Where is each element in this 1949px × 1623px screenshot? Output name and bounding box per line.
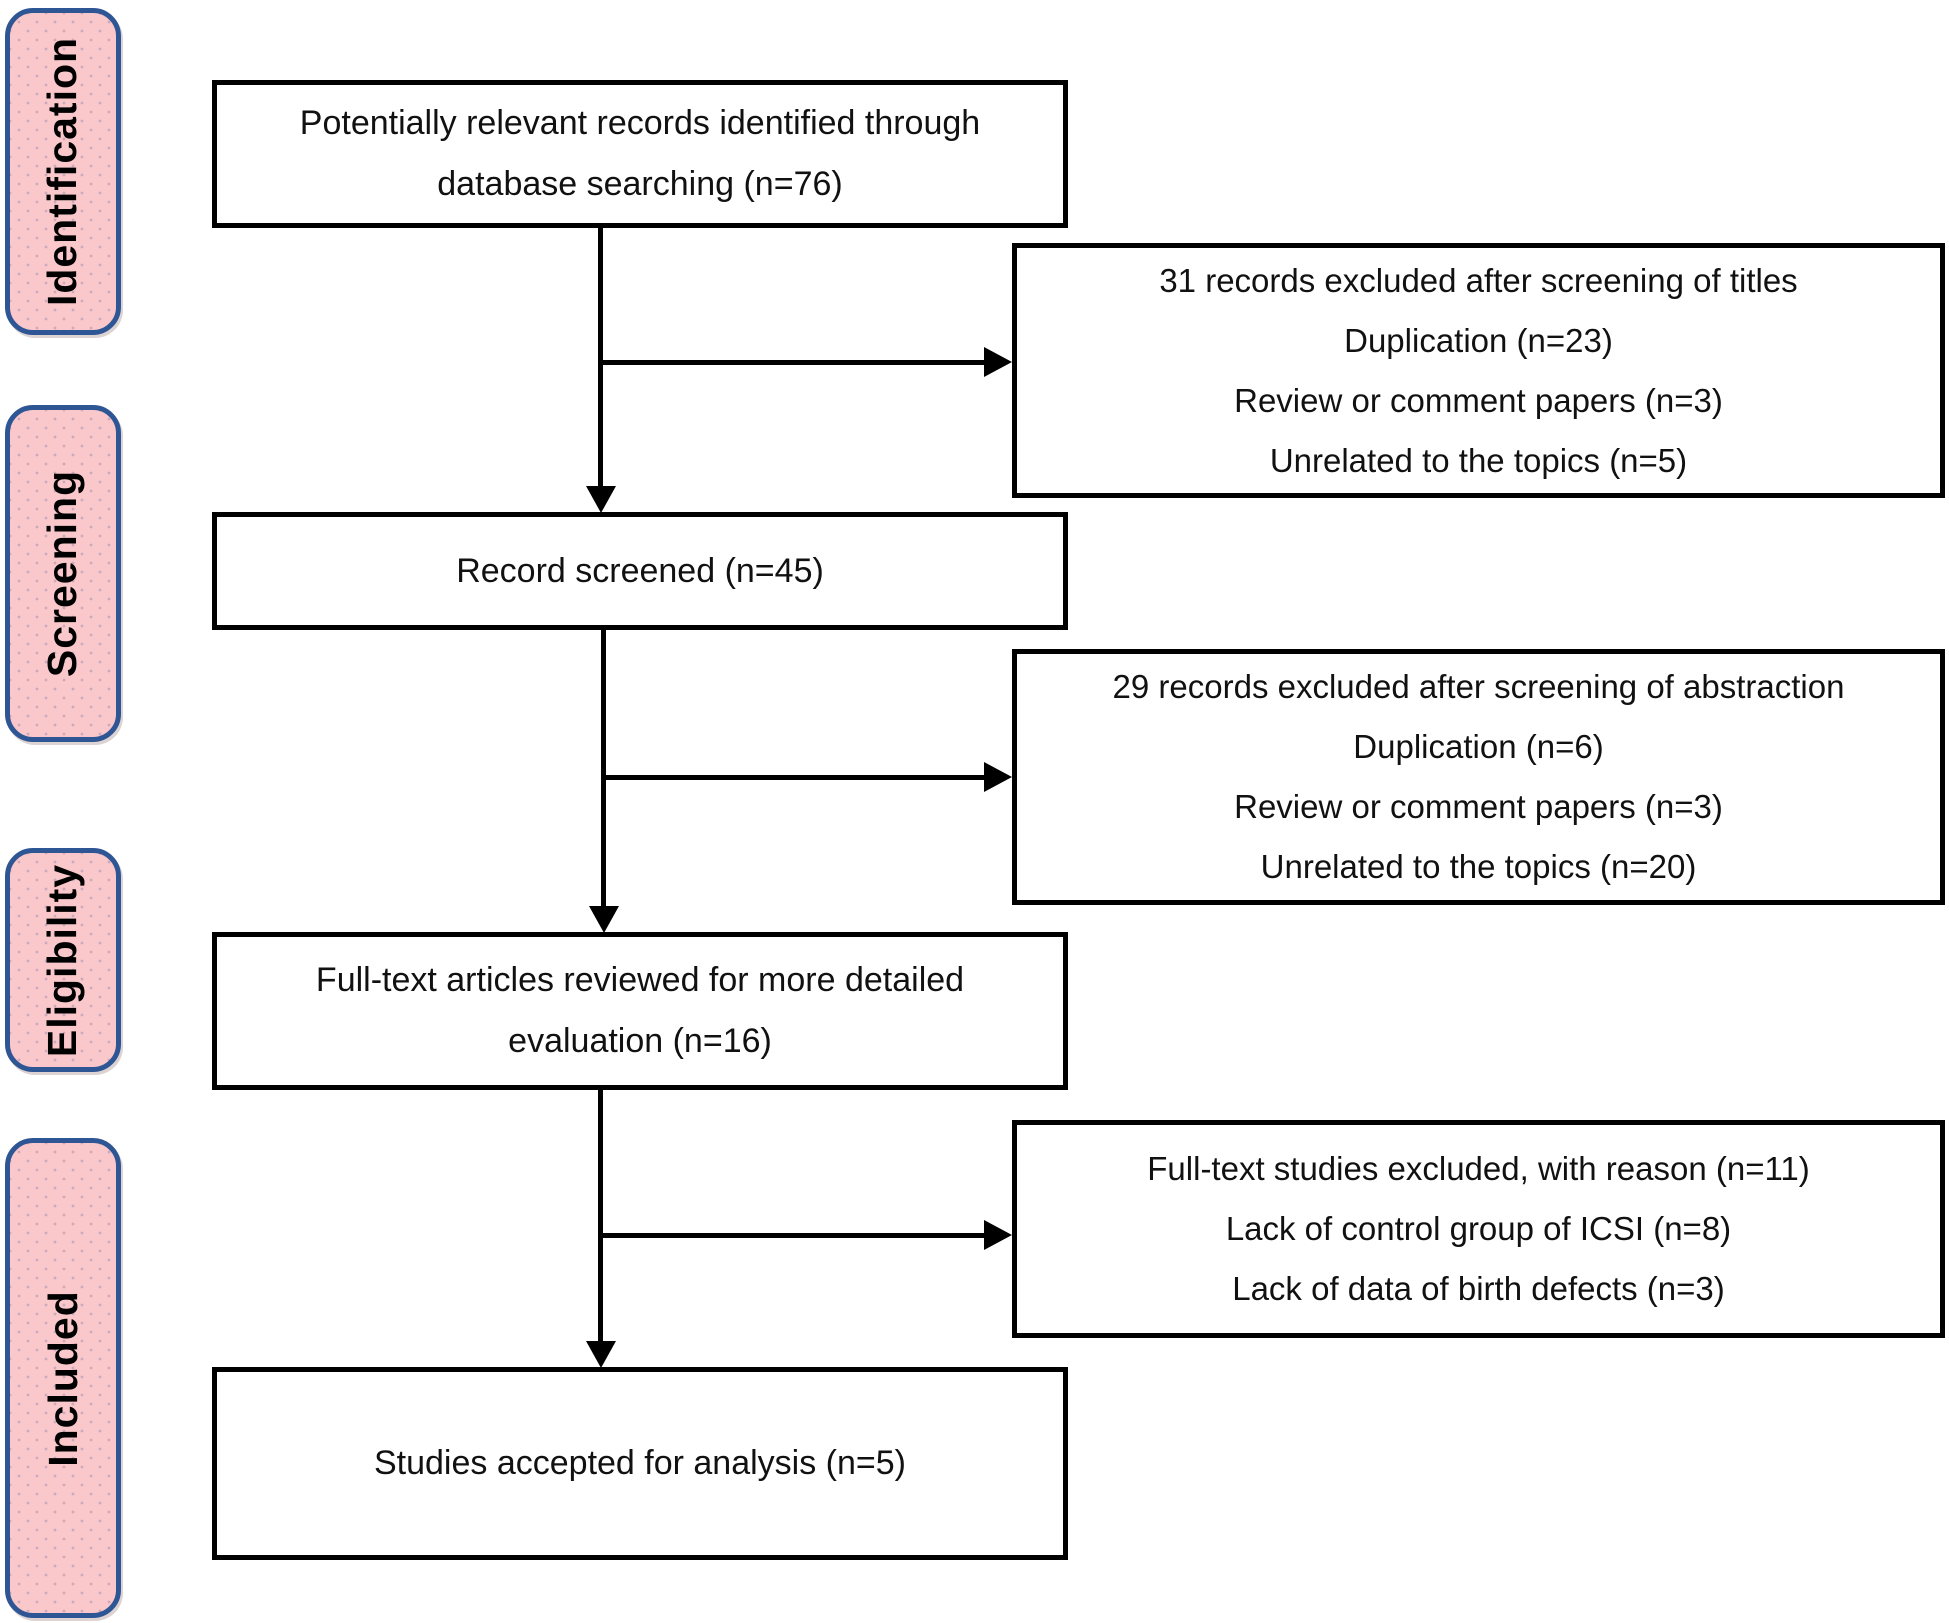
flow-box-text-line: Record screened (n=45)	[456, 551, 824, 590]
stage-label-included-text: Included	[39, 1289, 86, 1467]
stage-label-eligibility-text: Eligibility	[39, 863, 86, 1057]
exclusion-box-text-line: Lack of data of birth defects (n=3)	[1232, 1270, 1725, 1307]
stage-label-eligibility: Eligibility	[5, 848, 121, 1072]
stage-label-identification-text: Identification	[39, 36, 86, 307]
exclusion-box-text-line: Duplication (n=6)	[1353, 728, 1604, 765]
exclusion-box-text-line: Lack of control group of ICSI (n=8)	[1225, 1210, 1732, 1247]
flow-box-studies-accepted: Studies accepted for analysis (n=5)	[212, 1367, 1068, 1560]
arrowhead-right-icon	[984, 762, 1012, 792]
exclusion-box-titles: 31 records excluded after screening of t…	[1012, 243, 1945, 498]
exclusion-box-text-line: Duplication (n=23)	[1344, 321, 1613, 359]
connector-line-vertical	[598, 1090, 603, 1345]
stage-label-included: Included	[5, 1138, 121, 1618]
exclusion-box-text-line: Full-text studies excluded, with reason …	[1147, 1150, 1810, 1187]
arrowhead-down-icon	[586, 486, 616, 513]
flow-box-text-line: Studies accepted for analysis (n=5)	[373, 1444, 906, 1482]
arrowhead-down-icon	[589, 906, 619, 933]
flow-box-records-screened: Record screened (n=45)	[212, 512, 1068, 630]
flow-box-text-line: Potentially relevant records identified …	[299, 104, 981, 142]
connector-line-vertical	[598, 228, 603, 490]
flow-box-records-identified: Potentially relevant records identified …	[212, 80, 1068, 228]
connector-line-horizontal	[600, 360, 988, 365]
flow-box-text-line: Full-text articles reviewed for more det…	[315, 961, 965, 999]
stage-label-identification: Identification	[5, 8, 121, 335]
stage-label-screening: Screening	[5, 405, 121, 742]
exclusion-box-text-line: 31 records excluded after screening of t…	[1159, 261, 1798, 299]
exclusion-box-text-line: Review or comment papers (n=3)	[1234, 381, 1723, 419]
exclusion-box-text-line: Review or comment papers (n=3)	[1234, 788, 1723, 825]
arrowhead-right-icon	[984, 347, 1012, 377]
exclusion-box-text-line: Unrelated to the topics (n=20)	[1260, 848, 1697, 885]
connector-line-vertical	[601, 630, 606, 910]
connector-line-horizontal	[603, 775, 988, 780]
exclusion-box-text-line: Unrelated to the topics (n=5)	[1269, 441, 1688, 479]
exclusion-box-abstracts: 29 records excluded after screening of a…	[1012, 649, 1945, 905]
flow-box-text-line: evaluation (n=16)	[508, 1022, 772, 1060]
flow-box-fulltext-reviewed: Full-text articles reviewed for more det…	[212, 932, 1068, 1090]
arrowhead-right-icon	[984, 1220, 1012, 1250]
stage-label-screening-text: Screening	[39, 469, 86, 678]
exclusion-box-fulltext: Full-text studies excluded, with reason …	[1012, 1120, 1945, 1338]
flow-box-text-line: database searching (n=76)	[437, 165, 843, 203]
exclusion-box-text-line: 29 records excluded after screening of a…	[1112, 668, 1845, 705]
connector-line-horizontal	[600, 1233, 988, 1238]
arrowhead-down-icon	[586, 1341, 616, 1368]
